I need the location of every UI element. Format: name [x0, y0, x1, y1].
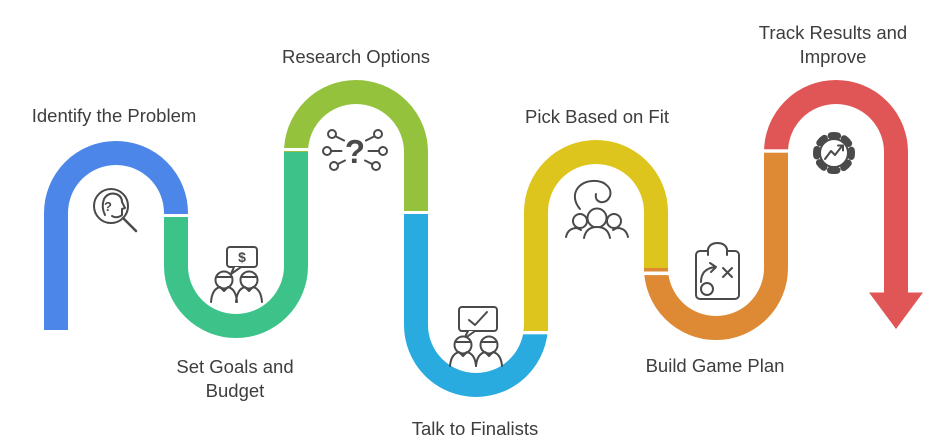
step-label-talk: Talk to Finalists: [412, 417, 538, 441]
magnifier-head-question-icon: ?: [93, 188, 138, 233]
step-label-set-goals: Set Goals and Budget: [176, 355, 293, 403]
label-line: Set Goals and: [176, 356, 294, 377]
gear-trend-chart-icon: [813, 132, 855, 174]
hand-picking-team-icon: [565, 179, 629, 239]
question-mindmap-icon: ?: [322, 129, 388, 171]
step-label-identify: Identify the Problem: [32, 104, 197, 128]
people-check-speech-icon: [449, 306, 503, 367]
question-glyph: ?: [104, 199, 112, 214]
step-label-pick: Pick Based on Fit: [525, 105, 669, 129]
path-segment-pick: [524, 140, 668, 333]
label-line: Identify the Problem: [31, 105, 197, 126]
path-segment-track: [764, 80, 908, 293]
segment-gaps: [161, 148, 791, 335]
path-segment-talk: [404, 212, 548, 397]
arrow-head-icon: [869, 292, 923, 329]
label-line: Talk to Finalists: [411, 418, 539, 439]
question-glyph-large: ?: [345, 133, 365, 170]
step-label-track: Track Results and Improve: [759, 21, 907, 69]
path-segment-identify: [44, 141, 188, 330]
dollar-glyph: $: [238, 249, 246, 265]
label-line: Research Options: [281, 46, 431, 67]
gap-4: [521, 331, 551, 335]
clipboard-strategy-icon: [695, 242, 740, 300]
snake-path: [44, 80, 908, 397]
path-segment-research: [284, 80, 428, 213]
label-line: Track Results and: [758, 22, 908, 43]
path-segment-build: [644, 149, 788, 340]
path-segment-set-goals: [164, 149, 308, 338]
gap-2: [281, 148, 311, 151]
check-glyph: [468, 311, 488, 326]
gap-1: [161, 214, 191, 217]
step-label-research: Research Options: [282, 45, 430, 69]
gap-5: [641, 271, 671, 276]
gap-3: [401, 211, 431, 214]
people-dollar-speech-icon: $: [210, 246, 263, 303]
label-line: Pick Based on Fit: [525, 106, 669, 127]
label-line: Build Game Plan: [645, 355, 785, 376]
label-line: Budget: [205, 380, 265, 401]
label-line: Improve: [799, 46, 867, 67]
gap-6: [761, 149, 791, 153]
step-label-build: Build Game Plan: [646, 354, 785, 378]
